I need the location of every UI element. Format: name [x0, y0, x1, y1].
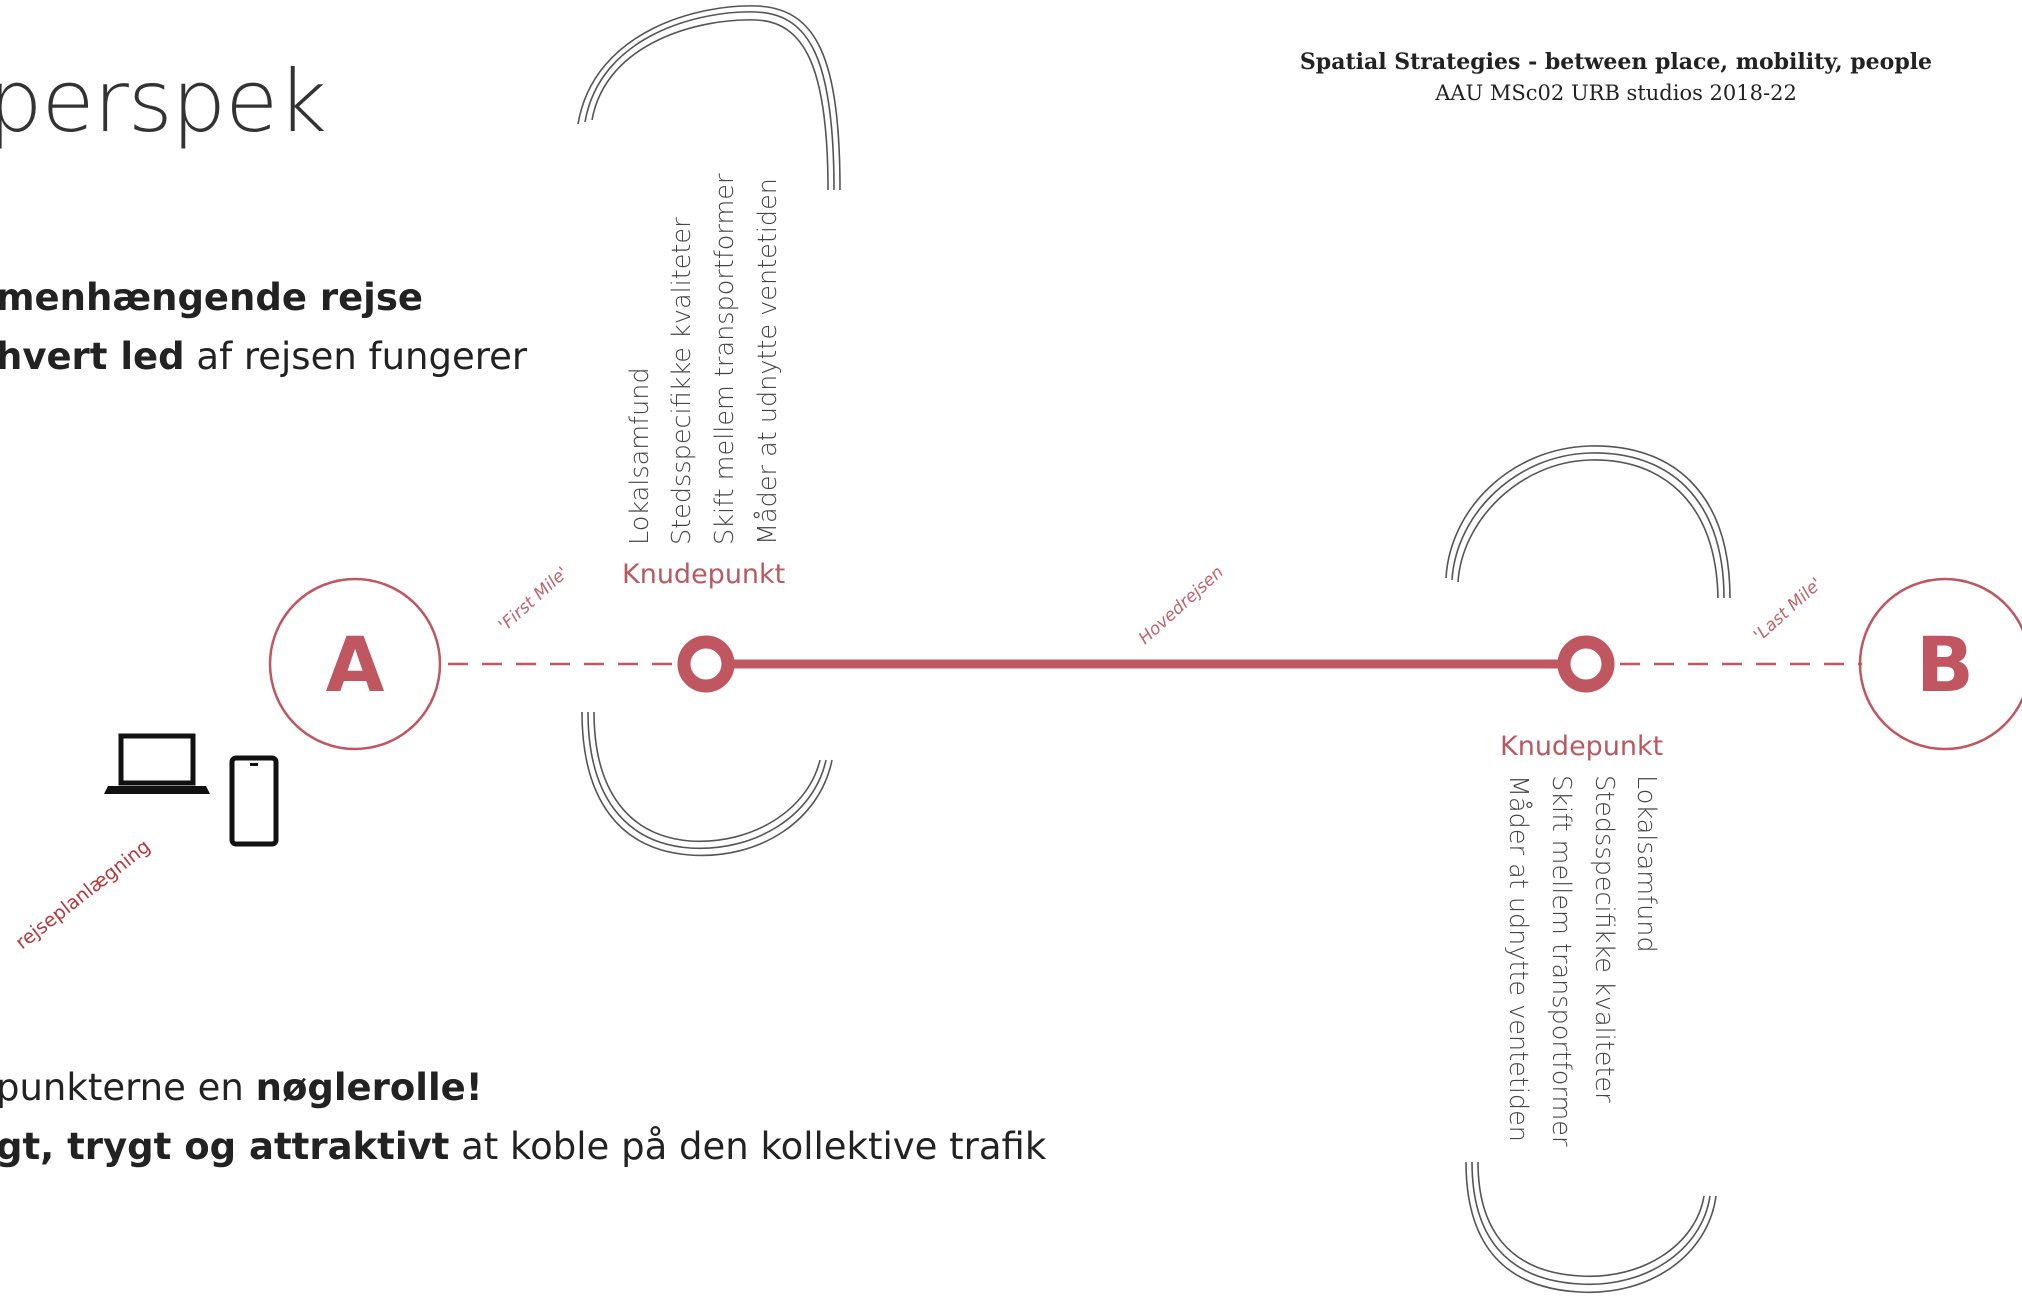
- hub-1-dot: [677, 635, 735, 693]
- hub-2-item-3: Skift mellem transportformer: [1546, 775, 1576, 1147]
- body-line-4-bold: gt, trygt og attraktivt: [0, 1125, 450, 1168]
- hub-2-bottom-arcs: [1465, 1161, 1717, 1294]
- hub-2-top-arcs: [1445, 445, 1731, 599]
- hub-1-item-1: Lokalsamfund: [625, 367, 655, 545]
- body-line-1: menhængende rejse: [0, 276, 423, 319]
- body-line-2: hvert led af rejsen fungerer: [0, 335, 527, 378]
- hub-1-top-arcs: [577, 5, 841, 191]
- end-node-label: B: [1916, 620, 1974, 709]
- hub-2-title: Knudepunkt: [1500, 731, 1663, 762]
- laptop-icon: [104, 733, 210, 794]
- hub-2-item-2: Stedsspecifikke kvaliteter: [1589, 775, 1619, 1103]
- body-line-3: punkterne en nøglerolle!: [0, 1066, 483, 1109]
- hub-1-item-4: Måder at udnytte ventetiden: [753, 178, 783, 545]
- planning-label: rejseplanlægning: [12, 835, 155, 954]
- smartphone-icon: [229, 755, 279, 847]
- body-line-3-pre: punkterne en: [0, 1066, 256, 1109]
- body-line-2-rest: af rejsen fungerer: [184, 335, 528, 378]
- start-node: [268, 577, 442, 751]
- credit-line-2: AAU MSc02 URB studios 2018-22: [1435, 81, 1797, 105]
- body-line-4: gt, trygt og attraktivt at koble på den …: [0, 1125, 1046, 1168]
- hub-2-item-1: Lokalsamfund: [1631, 775, 1661, 953]
- credit-line-1: Spatial Strategies - between place, mobi…: [1299, 49, 1933, 75]
- hub-1-bottom-arcs: [581, 711, 833, 857]
- body-line-1-bold: menhængende rejse: [0, 276, 423, 319]
- start-node-label: A: [326, 620, 385, 709]
- hub-1-title: Knudepunkt: [622, 559, 785, 590]
- hub-1-item-3: Skift mellem transportformer: [710, 173, 740, 545]
- body-line-2-bold: hvert led: [0, 335, 185, 378]
- hub-2-item-4: Måder at udnytte ventetiden: [1503, 775, 1533, 1142]
- hub-2-dot: [1557, 635, 1615, 693]
- end-node: [1858, 577, 2022, 751]
- body-line-3-bold: nøglerolle!: [255, 1066, 483, 1109]
- first-mile-label: 'First Mile': [495, 563, 573, 636]
- body-line-4-rest: at koble på den kollektive trafik: [449, 1125, 1047, 1168]
- hub-1-item-2: Stedsspecifikke kvaliteter: [667, 217, 697, 545]
- main-journey-label: Hovedrejsen: [1135, 562, 1228, 648]
- slide-title: perspek: [0, 52, 327, 152]
- last-mile-label: 'Last Mile': [1750, 574, 1826, 646]
- course-credit: Spatial Strategies - between place, mobi…: [1266, 46, 1966, 108]
